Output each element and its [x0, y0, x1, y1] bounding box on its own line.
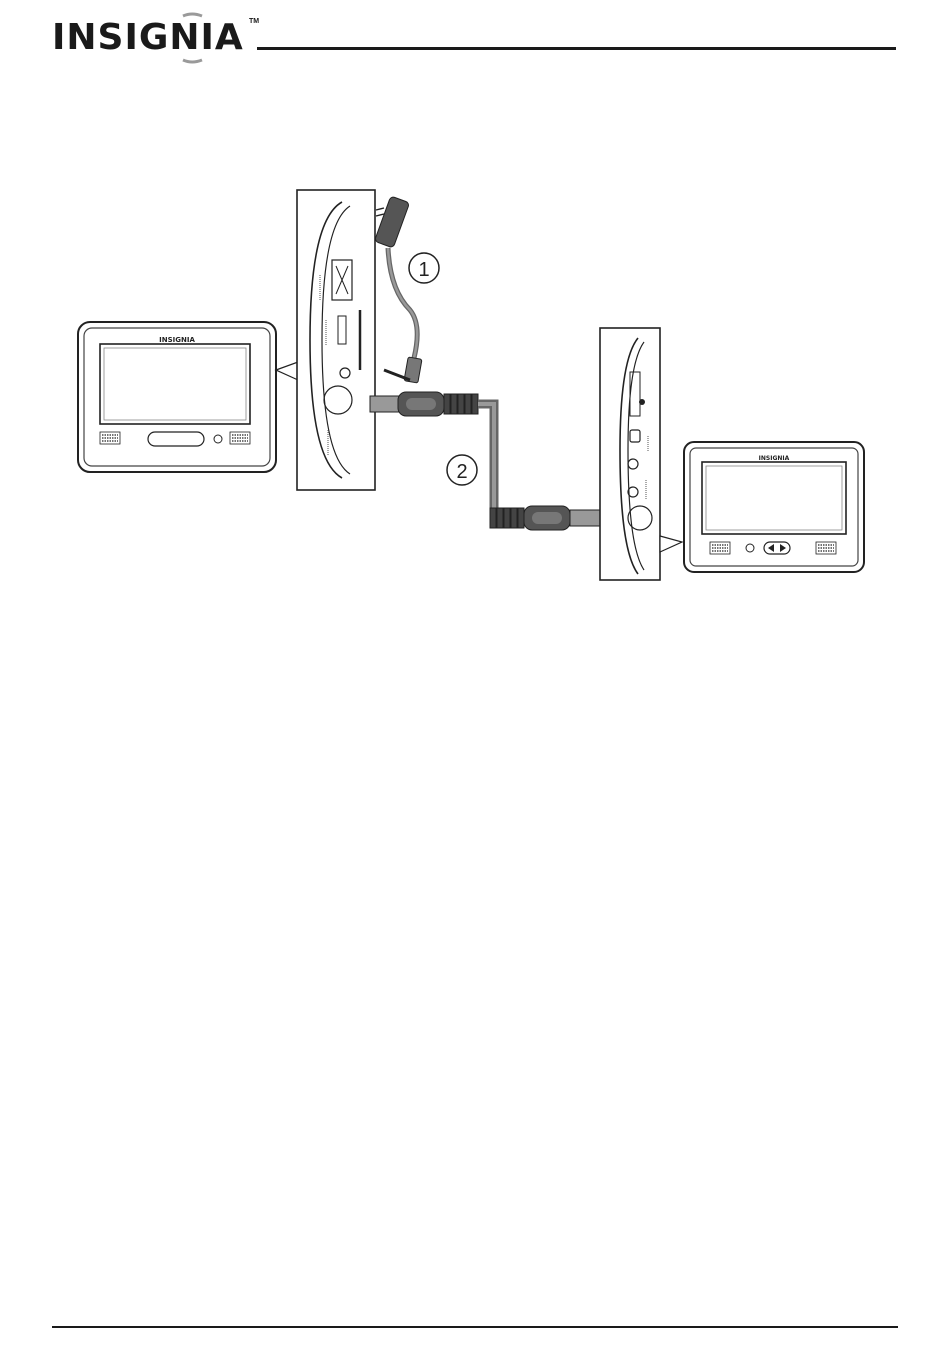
header-rule — [257, 47, 896, 50]
cable-2-av — [370, 392, 602, 530]
callout-1-label: 1 — [418, 259, 429, 281]
main-unit-brand-label: INSIGNIA — [159, 336, 195, 344]
logo-swoosh-icon — [52, 12, 262, 64]
page-header: INSIGNIA TM — [0, 0, 950, 80]
main-unit-front: INSIGNIA — [78, 322, 298, 472]
callout-2: 2 — [447, 455, 477, 485]
connection-diagram: INSIGNIA — [70, 180, 870, 600]
second-unit-side-panel — [600, 328, 682, 580]
main-unit-side-panel — [297, 190, 375, 490]
second-unit-front: INSIGNIA — [684, 442, 864, 572]
footer-rule — [52, 1326, 898, 1328]
insignia-logo: INSIGNIA TM — [52, 12, 262, 64]
callout-1: 1 — [409, 253, 439, 283]
callout-2-label: 2 — [456, 461, 467, 483]
second-unit-brand-label: INSIGNIA — [759, 455, 790, 462]
cable-1-power — [374, 196, 422, 383]
